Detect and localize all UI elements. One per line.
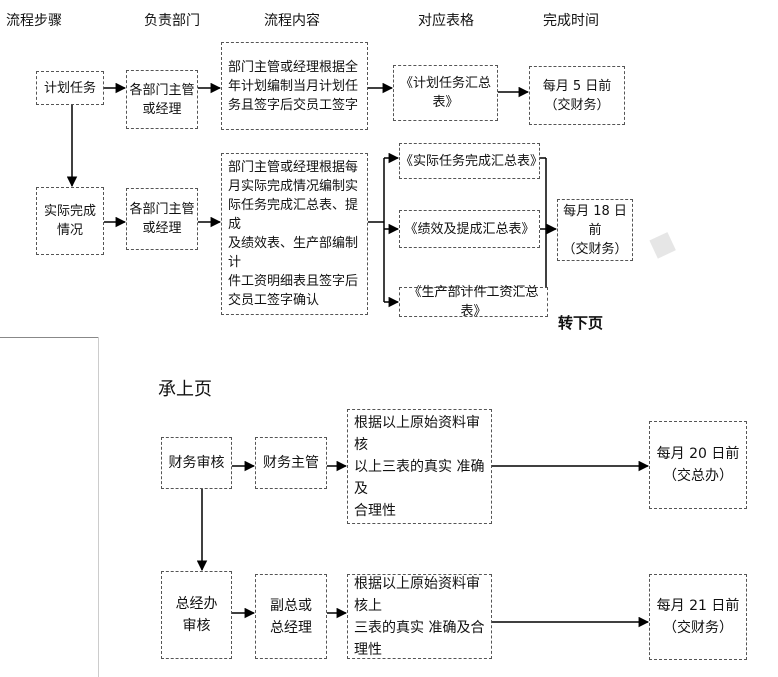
step-plan-task: 计划任务 <box>36 71 104 105</box>
form-plan-summary: 《计划任务汇总 表》 <box>393 65 498 121</box>
header-step: 流程步骤 <box>6 13 62 29</box>
header-content: 流程内容 <box>264 13 320 29</box>
content-finance-audit: 根据以上原始资料审核 以上三表的真实 准确及 合理性 <box>347 409 492 524</box>
step-gm-office-audit: 总经办 审核 <box>161 571 232 659</box>
content-gm-audit: 根据以上原始资料审核上 三表的真实 准确及合理性 <box>347 574 492 659</box>
header-dept: 负责部门 <box>144 13 200 29</box>
dept-actual: 各部门主管 或经理 <box>126 188 198 250</box>
time-actual: 每月 18 日前 （交财务） <box>557 199 633 261</box>
continue-next-page-note: 转下页 <box>558 314 604 332</box>
time-gm-audit: 每月 21 日前 （交财务） <box>649 574 747 660</box>
section-divider <box>0 337 98 338</box>
content-actual: 部门主管或经理根据每 月实际完成情况编制实 际任务完成汇总表、提成 及绩效表、生… <box>221 153 368 315</box>
dept-finance-manager: 财务主管 <box>255 437 327 489</box>
dept-plan: 各部门主管 或经理 <box>126 70 198 129</box>
form-performance-summary: 《绩效及提成汇总表》 <box>399 210 540 248</box>
header-time: 完成时间 <box>543 13 599 29</box>
continued-from-previous-label: 承上页 <box>158 379 212 400</box>
content-plan: 部门主管或经理根据全 年计划编制当月计划任 务且签字后交员工签字 <box>221 42 368 130</box>
step-actual-completion: 实际完成 情况 <box>36 187 104 255</box>
form-actual-summary: 《实际任务完成汇总表》 <box>399 143 543 179</box>
margin-line <box>98 337 99 677</box>
time-plan: 每月 5 日前 （交财务） <box>529 66 625 125</box>
header-forms: 对应表格 <box>418 13 474 29</box>
dept-vp-or-gm: 副总或 总经理 <box>255 574 327 659</box>
form-piece-wage-summary: 《生产部计件工资汇总表》 <box>399 285 548 319</box>
time-finance-audit: 每月 20 日前 （交总办） <box>649 421 747 509</box>
step-finance-audit: 财务审核 <box>161 437 232 489</box>
